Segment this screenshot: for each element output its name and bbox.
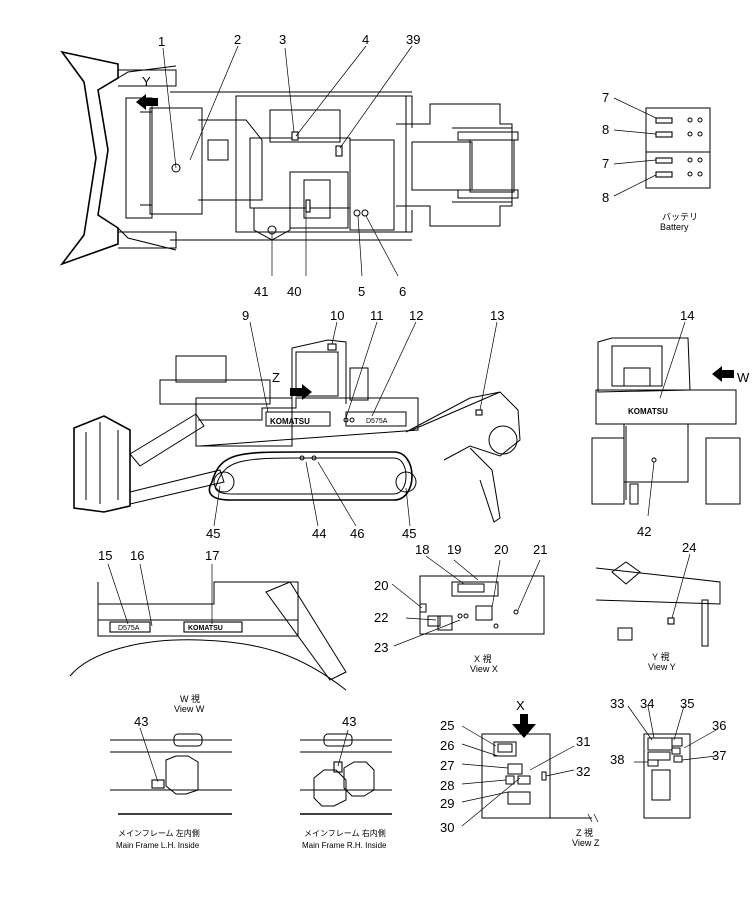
callout-31: 31: [576, 734, 590, 749]
callout-37: 37: [712, 748, 726, 763]
callout-4: 4: [362, 32, 369, 47]
battery-caption-jp: バッテリ: [662, 212, 698, 222]
view-w-caption-en: View W: [174, 704, 205, 714]
view-x-drawing: [391, 555, 545, 647]
view-y-caption-jp: Y 視: [652, 651, 669, 662]
top-view-drawing: [59, 45, 519, 277]
callout-21: 21: [533, 542, 547, 557]
battery-caption-en: Battery: [660, 222, 689, 232]
callout-1: 1: [158, 34, 165, 49]
callout-38: 38: [610, 752, 624, 767]
callout-45b: 45: [402, 526, 416, 541]
view-y-letter: Y: [142, 74, 151, 89]
w-model-decal: D575A: [118, 625, 140, 632]
callout-3: 3: [279, 32, 286, 47]
callout-6: 6: [399, 284, 406, 299]
callout-9: 9: [242, 308, 249, 323]
w-brand-decal: KOMATSU: [188, 625, 223, 632]
callout-41: 41: [254, 284, 268, 299]
view-z-letter: Z: [272, 370, 280, 385]
callout-35: 35: [680, 696, 694, 711]
callout-18: 18: [415, 542, 429, 557]
callout-30: 30: [440, 820, 454, 835]
rh-caption-jp: メインフレーム 右内側: [304, 828, 386, 838]
callout-23: 23: [374, 640, 388, 655]
view-z-caption-en: View Z: [572, 838, 600, 848]
callout-20a: 20: [494, 542, 508, 557]
callout-36: 36: [712, 718, 726, 733]
callout-34: 34: [640, 696, 654, 711]
view-y-drawing: [595, 553, 721, 647]
callout-29: 29: [440, 796, 454, 811]
callout-7b: 7: [602, 156, 609, 171]
callout-33: 33: [610, 696, 624, 711]
callout-10: 10: [330, 308, 344, 323]
callout-26: 26: [440, 738, 454, 753]
callout-7a: 7: [602, 90, 609, 105]
callout-27: 27: [440, 758, 454, 773]
callout-12: 12: [409, 308, 423, 323]
side-view-drawing: KOMATSU D575A: [73, 321, 521, 527]
callout-22: 22: [374, 610, 388, 625]
view-w-caption-jp: W 視: [180, 693, 200, 704]
lh-caption-jp: メインフレーム 左内側: [118, 828, 200, 838]
main-frame-lh-drawing: [110, 727, 232, 815]
rear-brand-decal: KOMATSU: [628, 407, 668, 416]
callout-24: 24: [682, 540, 696, 555]
lh-caption-en: Main Frame L.H. Inside: [116, 841, 200, 850]
callout-43a: 43: [134, 714, 148, 729]
callout-40: 40: [287, 284, 301, 299]
callout-28: 28: [440, 778, 454, 793]
side-brand-decal: KOMATSU: [270, 417, 310, 426]
main-frame-rh-drawing: [300, 729, 392, 815]
callout-17: 17: [205, 548, 219, 563]
callout-15: 15: [98, 548, 112, 563]
view-y-caption-en: View Y: [648, 662, 676, 672]
callout-45a: 45: [206, 526, 220, 541]
callout-16: 16: [130, 548, 144, 563]
callout-8b: 8: [602, 190, 609, 205]
callout-14: 14: [680, 308, 694, 323]
rear-view-drawing: KOMATSU: [591, 321, 741, 517]
callout-8a: 8: [602, 122, 609, 137]
callout-5: 5: [358, 284, 365, 299]
callout-43b: 43: [342, 714, 356, 729]
callout-25: 25: [440, 718, 454, 733]
view-x-letter: X: [516, 698, 525, 713]
callout-32: 32: [576, 764, 590, 779]
view-w-drawing: D575A KOMATSU: [69, 563, 347, 691]
callout-42: 42: [637, 524, 651, 539]
callout-39: 39: [406, 32, 420, 47]
callout-13: 13: [490, 308, 504, 323]
view-w-letter: W: [737, 370, 750, 385]
view-x-caption-jp: X 視: [474, 653, 492, 664]
callout-11: 11: [370, 308, 384, 323]
view-x-caption-en: View X: [470, 664, 498, 674]
view-z-drawing: [461, 705, 717, 827]
rh-caption-en: Main Frame R.H. Inside: [302, 841, 387, 850]
battery-drawing: [613, 97, 711, 197]
callout-20b: 20: [374, 578, 388, 593]
callout-46: 46: [350, 526, 364, 541]
view-z-caption-jp: Z 視: [576, 827, 593, 838]
callout-2: 2: [234, 32, 241, 47]
callout-19: 19: [447, 542, 461, 557]
side-model-decal: D575A: [366, 418, 388, 425]
callout-44: 44: [312, 526, 326, 541]
